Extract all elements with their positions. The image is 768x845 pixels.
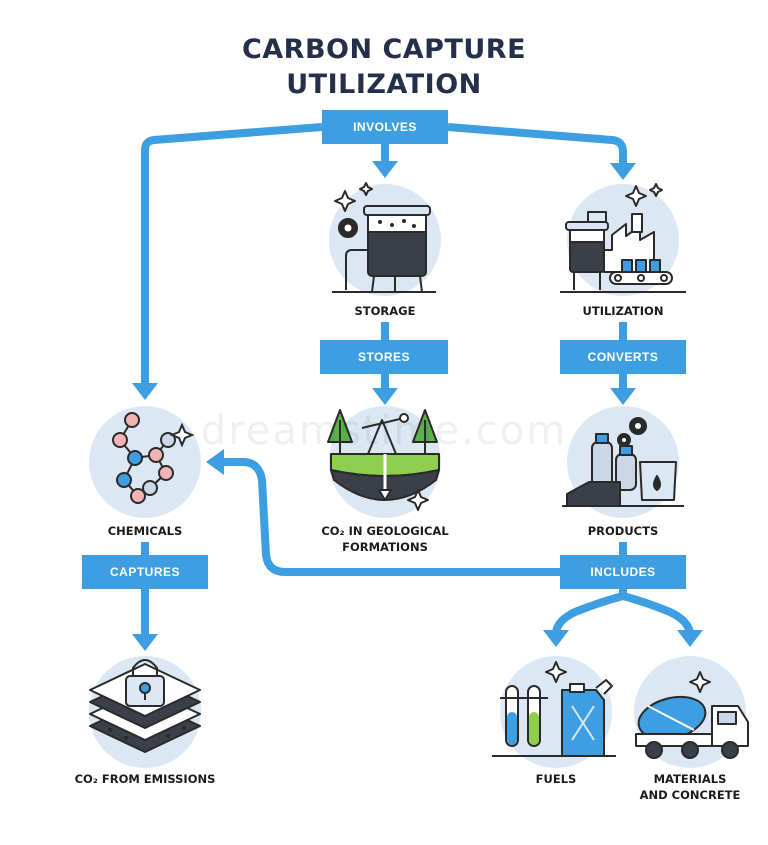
chemicals-molecule-icon <box>112 412 195 504</box>
storage-label: STORAGE <box>354 304 416 318</box>
utilization-factory-icon <box>560 183 686 293</box>
geological-label: CO₂ IN GEOLOGICAL FORMATIONS <box>290 523 480 555</box>
geological-label-line-1: CO₂ IN GEOLOGICAL <box>321 524 449 538</box>
arrow-head-chemicals <box>132 383 158 400</box>
fuels-icon <box>492 661 616 757</box>
emissions-filter-icon <box>89 659 201 753</box>
arrow-head-storage <box>372 161 398 178</box>
arrow-head-emissions <box>132 634 158 651</box>
title-line-2: UTILIZATION <box>286 69 482 100</box>
line-includes-split <box>552 589 694 634</box>
page-title: CARBON CAPTURE UTILIZATION <box>0 32 768 102</box>
title-line-1: CARBON CAPTURE <box>241 34 527 65</box>
storage-icon <box>332 182 436 293</box>
connector-lines <box>141 123 694 636</box>
utilization-label: UTILIZATION <box>582 304 664 318</box>
products-icon <box>562 417 684 507</box>
materials-label: MATERIALS AND CONCRETE <box>625 771 755 803</box>
arrow-head-materials <box>677 630 703 647</box>
arrow-head-utilization <box>610 163 636 180</box>
arrow-head-geo <box>372 388 398 405</box>
line-involves-chemicals <box>141 123 323 385</box>
line-includes-chemicals <box>222 458 560 576</box>
arrow-head-products <box>610 388 636 405</box>
line-involves-utilization <box>447 123 627 165</box>
geological-formation-icon <box>327 409 440 511</box>
stores-box: STORES <box>320 340 448 374</box>
arrow-heads <box>132 161 703 651</box>
concrete-mixer-truck-icon <box>635 671 749 759</box>
chemicals-circle <box>89 406 201 518</box>
arrow-head-fuels <box>543 630 569 647</box>
chemicals-label: CHEMICALS <box>107 524 183 538</box>
fuels-label: FUELS <box>535 772 577 786</box>
emissions-label: CO₂ FROM EMISSIONS <box>74 772 216 786</box>
materials-label-line-1: MATERIALS <box>653 772 727 786</box>
captures-box: CAPTURES <box>82 555 208 589</box>
arrow-head-chemicals-back <box>206 449 224 475</box>
materials-label-line-2: AND CONCRETE <box>639 788 741 802</box>
products-label: PRODUCTS <box>587 524 659 538</box>
geological-label-line-2: FORMATIONS <box>342 540 428 554</box>
converts-box: CONVERTS <box>560 340 686 374</box>
includes-box: INCLUDES <box>560 555 686 589</box>
involves-box: INVOLVES <box>322 110 448 144</box>
